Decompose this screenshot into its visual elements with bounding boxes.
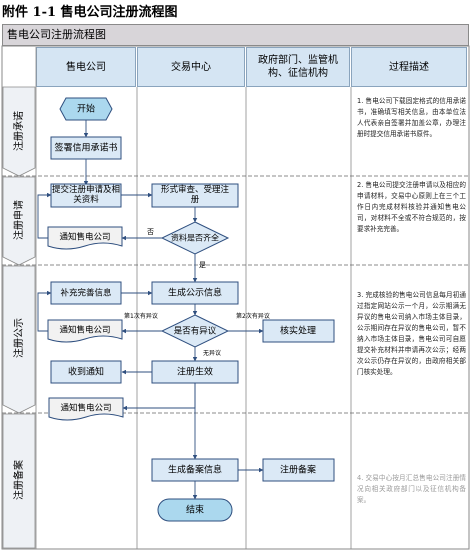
filing-info-box: [151, 458, 239, 482]
sign-letter-box: [50, 136, 122, 160]
notify-company-label-3: 通知售电公司: [60, 403, 111, 414]
column-header-company: 售电公司: [36, 47, 136, 87]
receive-notice-label: 收到通知: [68, 366, 104, 378]
format-review-box: [151, 183, 239, 208]
register-filing-box: [262, 458, 335, 482]
edge-label-first-objection: 第1次有异议: [124, 312, 158, 320]
register-filing-label: 注册备案: [280, 464, 316, 476]
sign-letter-label: 签署信用承诺书: [54, 142, 117, 154]
publish-info-label: 生成公示信息: [168, 287, 222, 299]
phase-label-publicity: 注册公示: [12, 318, 25, 358]
publish-info-box: [151, 281, 239, 305]
supplement-info-box: [50, 281, 122, 305]
notify-company-label-1: 通知售电公司: [59, 232, 110, 243]
phase-band: [2, 265, 36, 414]
notify-company-doc-1: [47, 226, 123, 250]
filing-info-label: 生成备案信息: [168, 464, 222, 476]
edge-label-no: 否: [147, 228, 154, 236]
phase-label-commitment: 注册承诺: [12, 111, 25, 151]
end-terminator: [157, 498, 233, 522]
format-review-label: 形式审查、受理注册: [160, 185, 229, 205]
phase-band: [2, 413, 36, 549]
frame-border: [1, 45, 470, 550]
phase-label-application: 注册申请: [12, 200, 25, 240]
edge-effective-to-notify3: [122, 383, 196, 411]
notify-company-doc-2: [47, 319, 123, 343]
phase-band: [2, 86, 36, 177]
description-step-4: 4. 交易中心按月汇总售电公司注册情况向相关政府部门以及征信机构备案。: [357, 474, 466, 504]
start-terminator: [59, 97, 113, 121]
description-step-2: 2. 售电公司提交注册申请以及相应的申请材料，交易中心原则上在三个工作日内完成材…: [357, 181, 466, 233]
phase-label-filing: 注册备案: [12, 460, 25, 500]
description-step-3: 3. 完成核验的售电公司信息每月初通过指定网站公示一个月，公示期满无异议的售电公…: [357, 291, 466, 376]
completeness-decision: [160, 221, 230, 255]
phase-band: [2, 176, 36, 266]
register-effective-label: 注册生效: [177, 366, 213, 378]
edge-label-second-objection: 第2次有异议: [236, 312, 270, 320]
end-label: 结束: [186, 504, 204, 516]
submit-application-text: 提交注册申请及相关资料: [51, 185, 120, 205]
verify-handle-box: [262, 319, 335, 343]
submit-application-box: [50, 183, 122, 208]
completeness-label: 资料是否齐全: [171, 233, 219, 243]
verify-handle-label: 核实处理: [280, 325, 316, 337]
supplement-info-label: 补充完善信息: [60, 288, 112, 299]
format-review-text: 形式审查、受理注册: [160, 185, 229, 205]
column-header-description: 过程描述: [351, 47, 467, 87]
edge-notify2-loop: [37, 290, 52, 332]
edge-label-yes: 是: [199, 261, 206, 269]
description-step-1: 1. 售电公司下载固定格式的信用承诺书，准确填写相关信息，由本单位法人代表亲自签…: [357, 97, 466, 138]
edge-notify1-loop: [37, 192, 52, 239]
receive-notice-box: [50, 360, 122, 384]
register-effective-box: [151, 360, 239, 384]
objection-decision: [160, 314, 230, 348]
submit-application-label: 提交注册申请及相关资料: [51, 185, 120, 205]
figure-caption: 附件 1-1 售电公司注册流程图: [2, 5, 178, 20]
column-header-government: 政府部门、监管机构、征信机构: [246, 47, 350, 87]
notify-company-label-2: 通知售电公司: [59, 325, 110, 336]
edge-label-no-objection: 无异议: [203, 349, 221, 357]
column-header-exchange: 交易中心: [137, 47, 245, 87]
notify-company-doc-3: [48, 397, 124, 421]
objection-label: 是否有异议: [174, 326, 217, 337]
start-label: 开始: [77, 103, 95, 115]
